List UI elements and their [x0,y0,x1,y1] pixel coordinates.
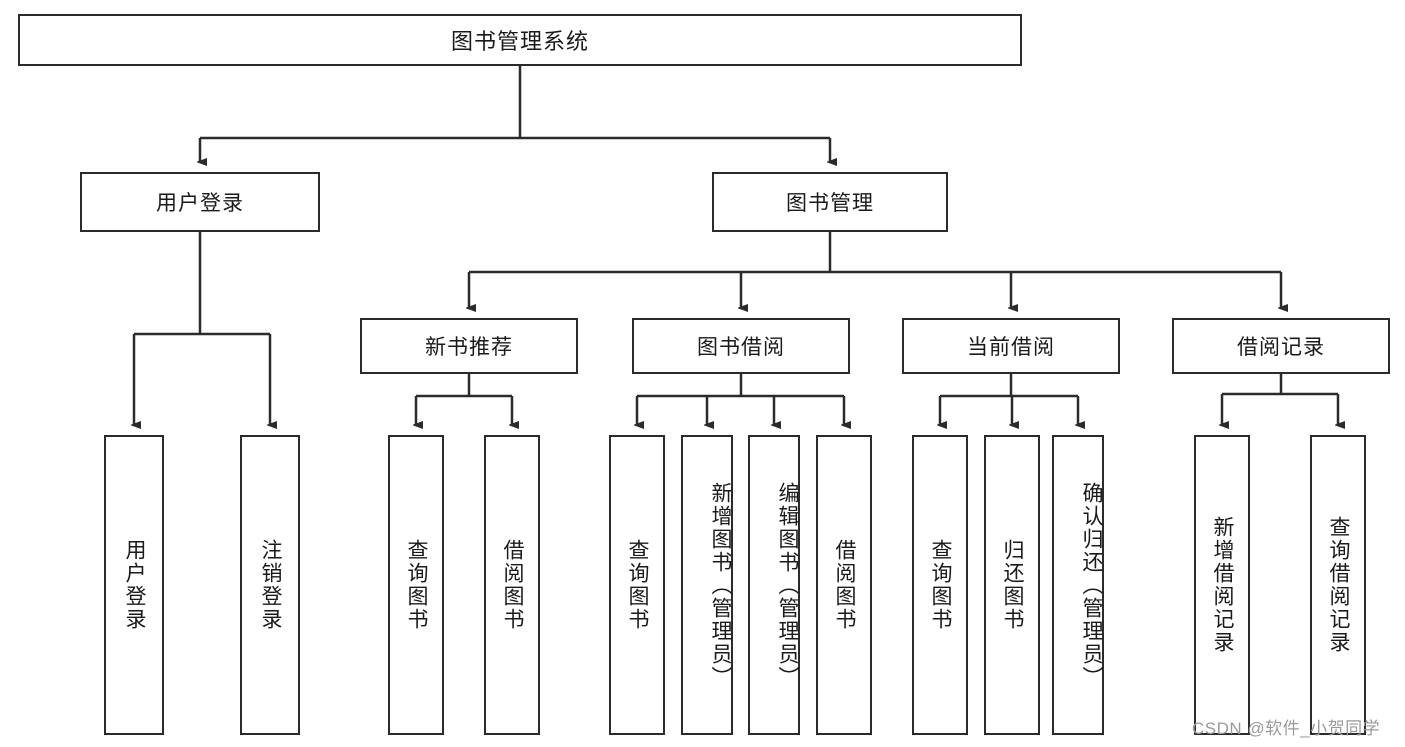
node-leaf-query-book-current-label: 查询图书 [929,539,953,631]
node-book-manage-label: 图书管理 [786,192,874,215]
node-root[interactable]: 图书管理系统 [18,14,1022,66]
csdn-watermark: CSDN @软件_小贺同学 [1192,719,1381,738]
node-leaf-query-borrow-record[interactable]: 查询借阅记录 [1310,435,1366,735]
node-leaf-query-book-borrow[interactable]: 查询图书 [609,435,665,735]
node-leaf-borrow-book[interactable]: 借阅图书 [816,435,872,735]
node-leaf-query-book-rec[interactable]: 查询图书 [388,435,444,735]
node-leaf-query-borrow-record-label: 查询借阅记录 [1327,516,1351,654]
node-leaf-user-logout-label: 注销登录 [259,539,283,631]
node-leaf-add-book-admin[interactable]: 新增图书（管理员） [681,435,733,735]
node-current-borrow-label: 当前借阅 [967,336,1055,359]
node-leaf-user-login-label: 用户登录 [123,539,147,631]
node-new-book-recommend-label: 新书推荐 [425,336,513,359]
node-leaf-confirm-return-admin-label: 确认归还（管理员） [1080,481,1103,689]
node-current-borrow[interactable]: 当前借阅 [902,318,1120,374]
node-book-borrow-label: 图书借阅 [697,336,785,359]
node-leaf-edit-book-admin[interactable]: 编辑图书（管理员） [748,435,800,735]
node-leaf-query-book-borrow-label: 查询图书 [626,539,650,631]
node-leaf-query-book-rec-label: 查询图书 [405,539,429,631]
node-leaf-return-book[interactable]: 归还图书 [984,435,1040,735]
node-book-borrow[interactable]: 图书借阅 [632,318,850,374]
node-user-login[interactable]: 用户登录 [80,172,320,232]
node-user-login-label: 用户登录 [156,192,244,215]
node-root-label: 图书管理系统 [450,29,589,54]
node-leaf-add-borrow-record-label: 新增借阅记录 [1211,516,1235,654]
node-new-book-recommend[interactable]: 新书推荐 [360,318,578,374]
node-leaf-confirm-return-admin[interactable]: 确认归还（管理员） [1052,435,1104,735]
node-leaf-borrow-book-rec[interactable]: 借阅图书 [484,435,540,735]
node-leaf-add-book-admin-label: 新增图书（管理员） [709,481,732,689]
node-leaf-edit-book-admin-label: 编辑图书（管理员） [776,481,799,689]
node-book-manage[interactable]: 图书管理 [712,172,948,232]
node-leaf-borrow-book-rec-label: 借阅图书 [501,539,525,631]
node-borrow-record-label: 借阅记录 [1237,336,1325,359]
node-borrow-record[interactable]: 借阅记录 [1172,318,1390,374]
node-leaf-user-logout[interactable]: 注销登录 [240,435,300,735]
node-leaf-user-login[interactable]: 用户登录 [104,435,164,735]
node-leaf-borrow-book-label: 借阅图书 [833,539,857,631]
node-leaf-return-book-label: 归还图书 [1001,539,1025,631]
node-leaf-query-book-current[interactable]: 查询图书 [912,435,968,735]
node-leaf-add-borrow-record[interactable]: 新增借阅记录 [1194,435,1250,735]
